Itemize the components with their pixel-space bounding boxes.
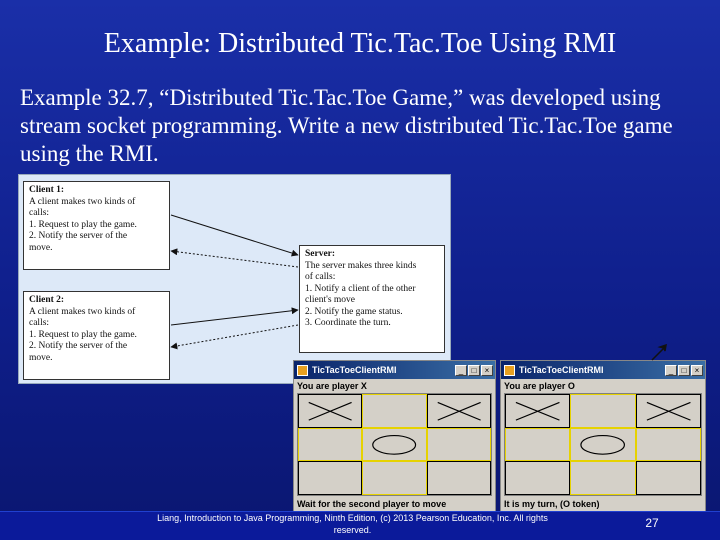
board-cell[interactable] — [505, 461, 571, 495]
board-cell[interactable] — [426, 427, 491, 462]
footer-credit: Liang, Introduction to Java Programming,… — [157, 513, 548, 535]
x-token-icon — [515, 401, 560, 421]
board-cell[interactable] — [362, 394, 427, 428]
game-status: Wait for the second player to move — [297, 499, 447, 509]
client2-line: move. — [29, 352, 53, 363]
slide-body: Example 32.7, “Distributed Tic.Tac.Toe G… — [20, 85, 673, 166]
rmi-diagram: Client 1: A client makes two kinds of ca… — [18, 174, 451, 384]
diagram-arrows — [170, 214, 299, 350]
tictactoe-board — [504, 393, 702, 496]
client-window-x[interactable]: TicTacToeClientRMI _ □ × You are player … — [293, 360, 496, 512]
client2-line: 1. Request to play the game. — [29, 329, 137, 340]
client2-heading: Client 2: — [29, 295, 65, 305]
board-cell[interactable] — [426, 461, 491, 495]
client1-line: calls: — [29, 208, 50, 218]
board-cell[interactable] — [298, 461, 363, 495]
java-cup-icon — [297, 364, 308, 376]
o-token-icon — [372, 434, 417, 455]
server-line: 2. Notify the game status. — [305, 306, 403, 317]
window-titlebar[interactable]: TicTacToeClientRMI _ □ × — [294, 361, 495, 379]
board-cell[interactable] — [570, 461, 636, 495]
player-status: You are player X — [297, 381, 367, 391]
java-cup-icon — [504, 364, 515, 376]
mouse-pointer-icon — [651, 344, 667, 361]
slide-title: Example: Distributed Tic.Tac.Toe Using R… — [103, 28, 617, 59]
o-token-icon — [580, 434, 626, 455]
board-cell[interactable] — [505, 394, 571, 428]
client2-box: Client 2: A client makes two kinds of ca… — [23, 291, 170, 380]
board-cell[interactable] — [362, 461, 427, 495]
server-heading: Server: — [305, 249, 336, 259]
client1-line: A client makes two kinds of — [29, 196, 136, 207]
board-cell[interactable] — [298, 427, 363, 462]
board-cell[interactable] — [635, 461, 701, 495]
tictactoe-board — [297, 393, 492, 496]
maximize-button[interactable]: □ — [468, 364, 480, 376]
server-line: client's move — [305, 295, 355, 305]
client2-line: 2. Notify the server of the — [29, 341, 128, 351]
server-line: 1. Notify a client of the other — [305, 283, 416, 294]
page-number: 27 — [645, 516, 659, 530]
client1-heading: Client 1: — [29, 185, 65, 195]
maximize-button[interactable]: □ — [678, 364, 690, 376]
window-title: TicTacToeClientRMI — [312, 365, 397, 375]
close-button[interactable]: × — [691, 364, 703, 376]
x-token-icon — [437, 401, 481, 421]
client-window-o[interactable]: TicTacToeClientRMI _ □ × You are player … — [500, 360, 706, 512]
window-title: TicTacToeClientRMI — [519, 365, 604, 375]
client1-line: 1. Request to play the game. — [29, 219, 137, 230]
x-token-icon — [646, 401, 691, 421]
client1-box: Client 1: A client makes two kinds of ca… — [23, 181, 170, 270]
board-cell[interactable] — [362, 427, 427, 462]
board-cell[interactable] — [426, 394, 491, 428]
board-cell[interactable] — [570, 427, 636, 462]
board-cell[interactable] — [635, 427, 701, 462]
close-button[interactable]: × — [481, 364, 493, 376]
client1-line: 2. Notify the server of the — [29, 231, 128, 241]
server-line: of calls: — [305, 272, 336, 282]
game-status: It is my turn, (O token) — [504, 499, 600, 509]
server-box: Server: The server makes three kinds of … — [299, 245, 445, 353]
board-cell[interactable] — [635, 394, 701, 428]
x-token-icon — [308, 401, 352, 421]
client2-line: calls: — [29, 318, 50, 328]
minimize-button[interactable]: _ — [455, 364, 467, 376]
board-cell[interactable] — [505, 427, 571, 462]
player-status: You are player O — [504, 381, 575, 391]
board-cell[interactable] — [570, 394, 636, 428]
server-line: The server makes three kinds — [305, 260, 417, 271]
board-cell[interactable] — [298, 394, 363, 428]
minimize-button[interactable]: _ — [665, 364, 677, 376]
server-line: 3. Coordinate the turn. — [305, 318, 391, 328]
footer-bar — [0, 511, 720, 540]
client1-line: move. — [29, 242, 53, 253]
client2-line: A client makes two kinds of — [29, 306, 136, 317]
window-titlebar[interactable]: TicTacToeClientRMI _ □ × — [501, 361, 705, 379]
